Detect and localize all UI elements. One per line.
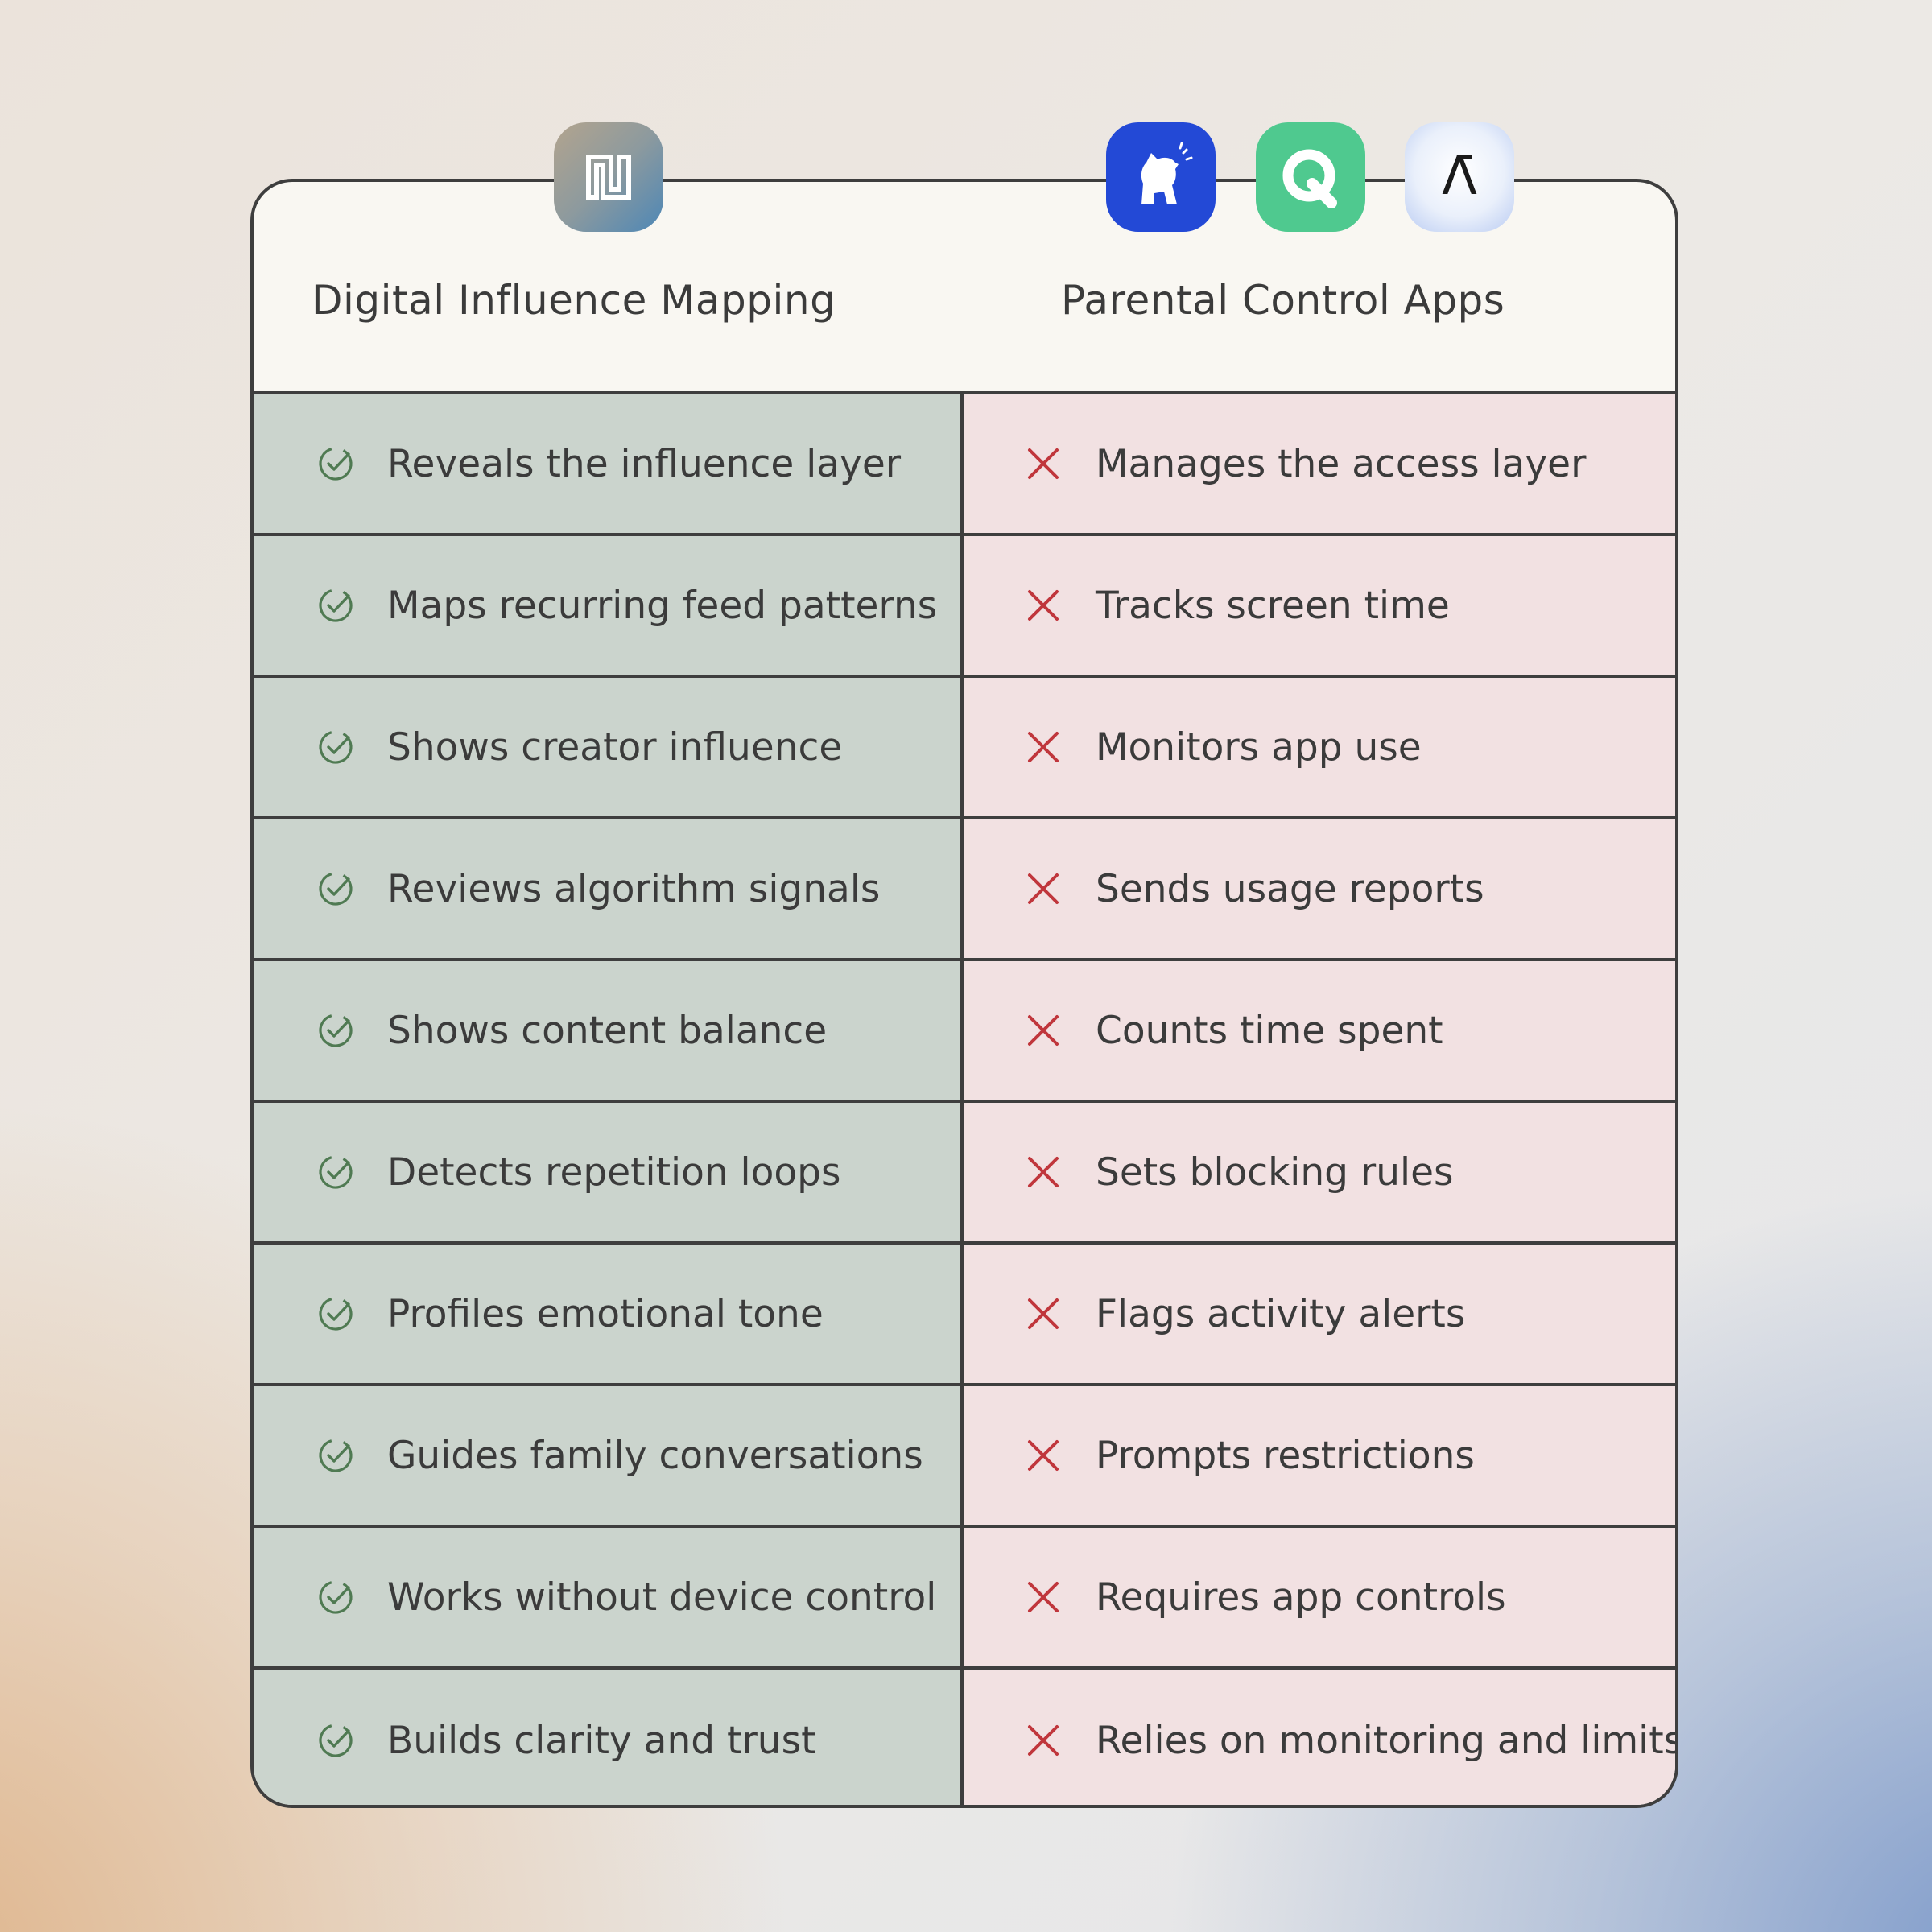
digital-influence-mapping-logo [554,122,663,232]
right-cell: Manages the access layer [964,394,1675,533]
left-cell: Works without device control [254,1528,964,1666]
cross-icon [1024,586,1063,625]
left-cell: Maps recurring feed patterns [254,536,964,675]
left-cell: Reveals the influence layer [254,394,964,533]
check-circle-icon [316,444,355,483]
left-cell-text: Reviews algorithm signals [387,866,881,911]
right-cell-text: Relies on monitoring and limits [1096,1718,1678,1763]
table-row: Reviews algorithm signals Sends usage rep… [254,819,1675,961]
cross-icon [1024,869,1063,908]
cross-icon [1024,1011,1063,1050]
right-cell: Flags activity alerts [964,1245,1675,1383]
left-cell-text: Builds clarity and trust [387,1718,816,1763]
right-cell: Sets blocking rules [964,1103,1675,1241]
table-row: Builds clarity and trust Relies on monito… [254,1670,1678,1805]
right-cell-text: Flags activity alerts [1096,1291,1466,1336]
table-row: Shows creator influence Monitors app use [254,678,1675,819]
check-circle-icon [316,728,355,766]
cross-icon [1024,1436,1063,1475]
cross-icon [1024,1721,1063,1760]
check-circle-icon [316,869,355,908]
check-circle-icon [316,1294,355,1333]
left-cell: Guides family conversations [254,1386,964,1525]
left-cell-text: Profiles emotional tone [387,1291,824,1336]
left-cell-text: Reveals the influence layer [387,441,902,486]
left-cell: Detects repetition loops [254,1103,964,1241]
right-cell-text: Prompts restrictions [1096,1433,1475,1478]
left-cell: Builds clarity and trust [254,1670,964,1805]
bark-dog-logo [1106,122,1216,232]
left-cell-text: Detects repetition loops [387,1150,841,1195]
cross-icon [1024,444,1063,483]
right-cell-text: Sets blocking rules [1096,1150,1454,1195]
table-row: Maps recurring feed patterns Tracks scree… [254,536,1675,678]
left-cell: Shows content balance [254,961,964,1100]
right-cell-text: Monitors app use [1096,724,1422,770]
check-circle-icon [316,1011,355,1050]
lambda-logo: Λ̄ [1405,122,1514,232]
lambda-glyph: Λ̄ [1442,147,1477,207]
table-row: Works without device control Requires app… [254,1528,1675,1670]
right-cell-text: Tracks screen time [1096,583,1450,628]
right-cell-text: Counts time spent [1096,1008,1443,1053]
right-cell: Tracks screen time [964,536,1675,675]
check-circle-icon [316,1436,355,1475]
table-row: Profiles emotional tone Flags activity al… [254,1245,1675,1386]
left-cell-text: Works without device control [387,1575,937,1620]
right-cell: Monitors app use [964,678,1675,816]
left-cell: Profiles emotional tone [254,1245,964,1383]
cross-icon [1024,728,1063,766]
right-cell-text: Requires app controls [1096,1575,1506,1620]
right-column-title: Parental Control Apps [1061,277,1505,324]
right-cell: Prompts restrictions [964,1386,1675,1525]
left-cell-text: Shows content balance [387,1008,828,1053]
cross-icon [1024,1578,1063,1616]
right-cell: Counts time spent [964,961,1675,1100]
left-column-title: Digital Influence Mapping [312,277,836,324]
left-cell-text: Guides family conversations [387,1433,923,1478]
left-cell-text: Maps recurring feed patterns [387,583,938,628]
check-circle-icon [316,586,355,625]
right-cell-text: Sends usage reports [1096,866,1484,911]
left-cell: Shows creator influence [254,678,964,816]
table-row: Detects repetition loops Sets blocking ru… [254,1103,1675,1245]
table-row: Guides family conversations Prompts restr… [254,1386,1675,1528]
right-cell: Requires app controls [964,1528,1675,1666]
comparison-header: Digital Influence Mapping Parental Contr… [254,182,1675,394]
table-row: Shows content balance Counts time spent [254,961,1675,1103]
qustodio-q-logo [1256,122,1365,232]
table-row: Reveals the influence layer Manages the a… [254,394,1675,536]
check-circle-icon [316,1153,355,1191]
check-circle-icon [316,1578,355,1616]
check-circle-icon [316,1721,355,1760]
cross-icon [1024,1294,1063,1333]
left-cell-text: Shows creator influence [387,724,843,770]
right-cell-text: Manages the access layer [1096,441,1587,486]
right-cell: Relies on monitoring and limits [964,1670,1678,1805]
comparison-card: Digital Influence Mapping Parental Contr… [250,179,1678,1808]
left-cell: Reviews algorithm signals [254,819,964,958]
right-cell: Sends usage reports [964,819,1675,958]
cross-icon [1024,1153,1063,1191]
